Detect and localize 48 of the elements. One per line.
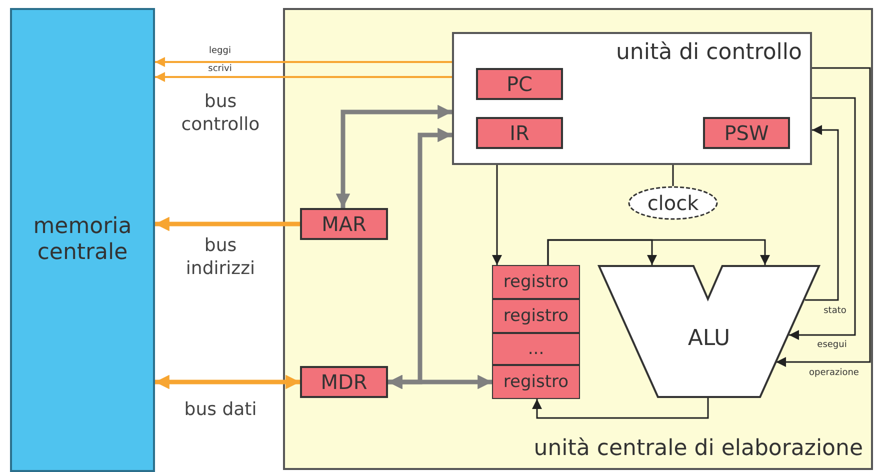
node-label: PC: [506, 72, 533, 96]
node-label: MDR: [320, 370, 368, 394]
clock-ellipse: [628, 186, 718, 220]
node-label: ...: [528, 338, 544, 360]
arrow: [492, 165, 502, 265]
register-box: [476, 68, 563, 100]
node-label: ALU: [688, 326, 730, 353]
register-cell: [492, 265, 580, 299]
node-label: registro: [503, 306, 569, 326]
arrow: [789, 97, 856, 340]
node-label: unità di controllo: [616, 40, 802, 66]
connector-line: [672, 165, 674, 186]
register-box: [703, 117, 790, 149]
edge-label: stato: [822, 306, 848, 316]
arrow: [547, 239, 770, 265]
bus-label: bus indirizzi: [184, 234, 256, 281]
node-label: unità centrale di elaborazione: [534, 436, 863, 462]
bus-label: bus dati: [183, 398, 258, 422]
node-label: registro: [503, 272, 569, 292]
edge-label: esegui: [816, 340, 848, 350]
node-label: registro: [503, 372, 569, 392]
register-box: [300, 208, 388, 240]
node-label: MAR: [322, 212, 366, 236]
node-label: PSW: [724, 121, 769, 145]
arrow: [155, 216, 300, 232]
memory-box: [10, 8, 155, 472]
arrow: [532, 398, 709, 419]
edge-label: operazione: [808, 368, 860, 378]
arrow: [776, 67, 871, 367]
edge-label: leggi: [208, 46, 232, 56]
register-cell: [492, 299, 580, 333]
register-box: [300, 366, 388, 398]
arrow: [155, 57, 452, 67]
register-box: [476, 117, 563, 149]
arrow: [388, 374, 492, 390]
arrow: [336, 104, 452, 208]
node-label: memoria centrale: [32, 214, 133, 266]
control-unit-box: [452, 32, 812, 165]
bus-label: bus controllo: [180, 90, 261, 137]
arrow: [155, 374, 300, 390]
register-cell: [492, 333, 580, 365]
node-label: clock: [647, 191, 699, 215]
arrow: [155, 72, 452, 82]
cpu-box: [283, 8, 873, 470]
node-label: IR: [510, 121, 530, 145]
edge-label: scrivi: [207, 64, 233, 74]
arrow: [805, 125, 839, 301]
register-cell: [492, 365, 580, 399]
